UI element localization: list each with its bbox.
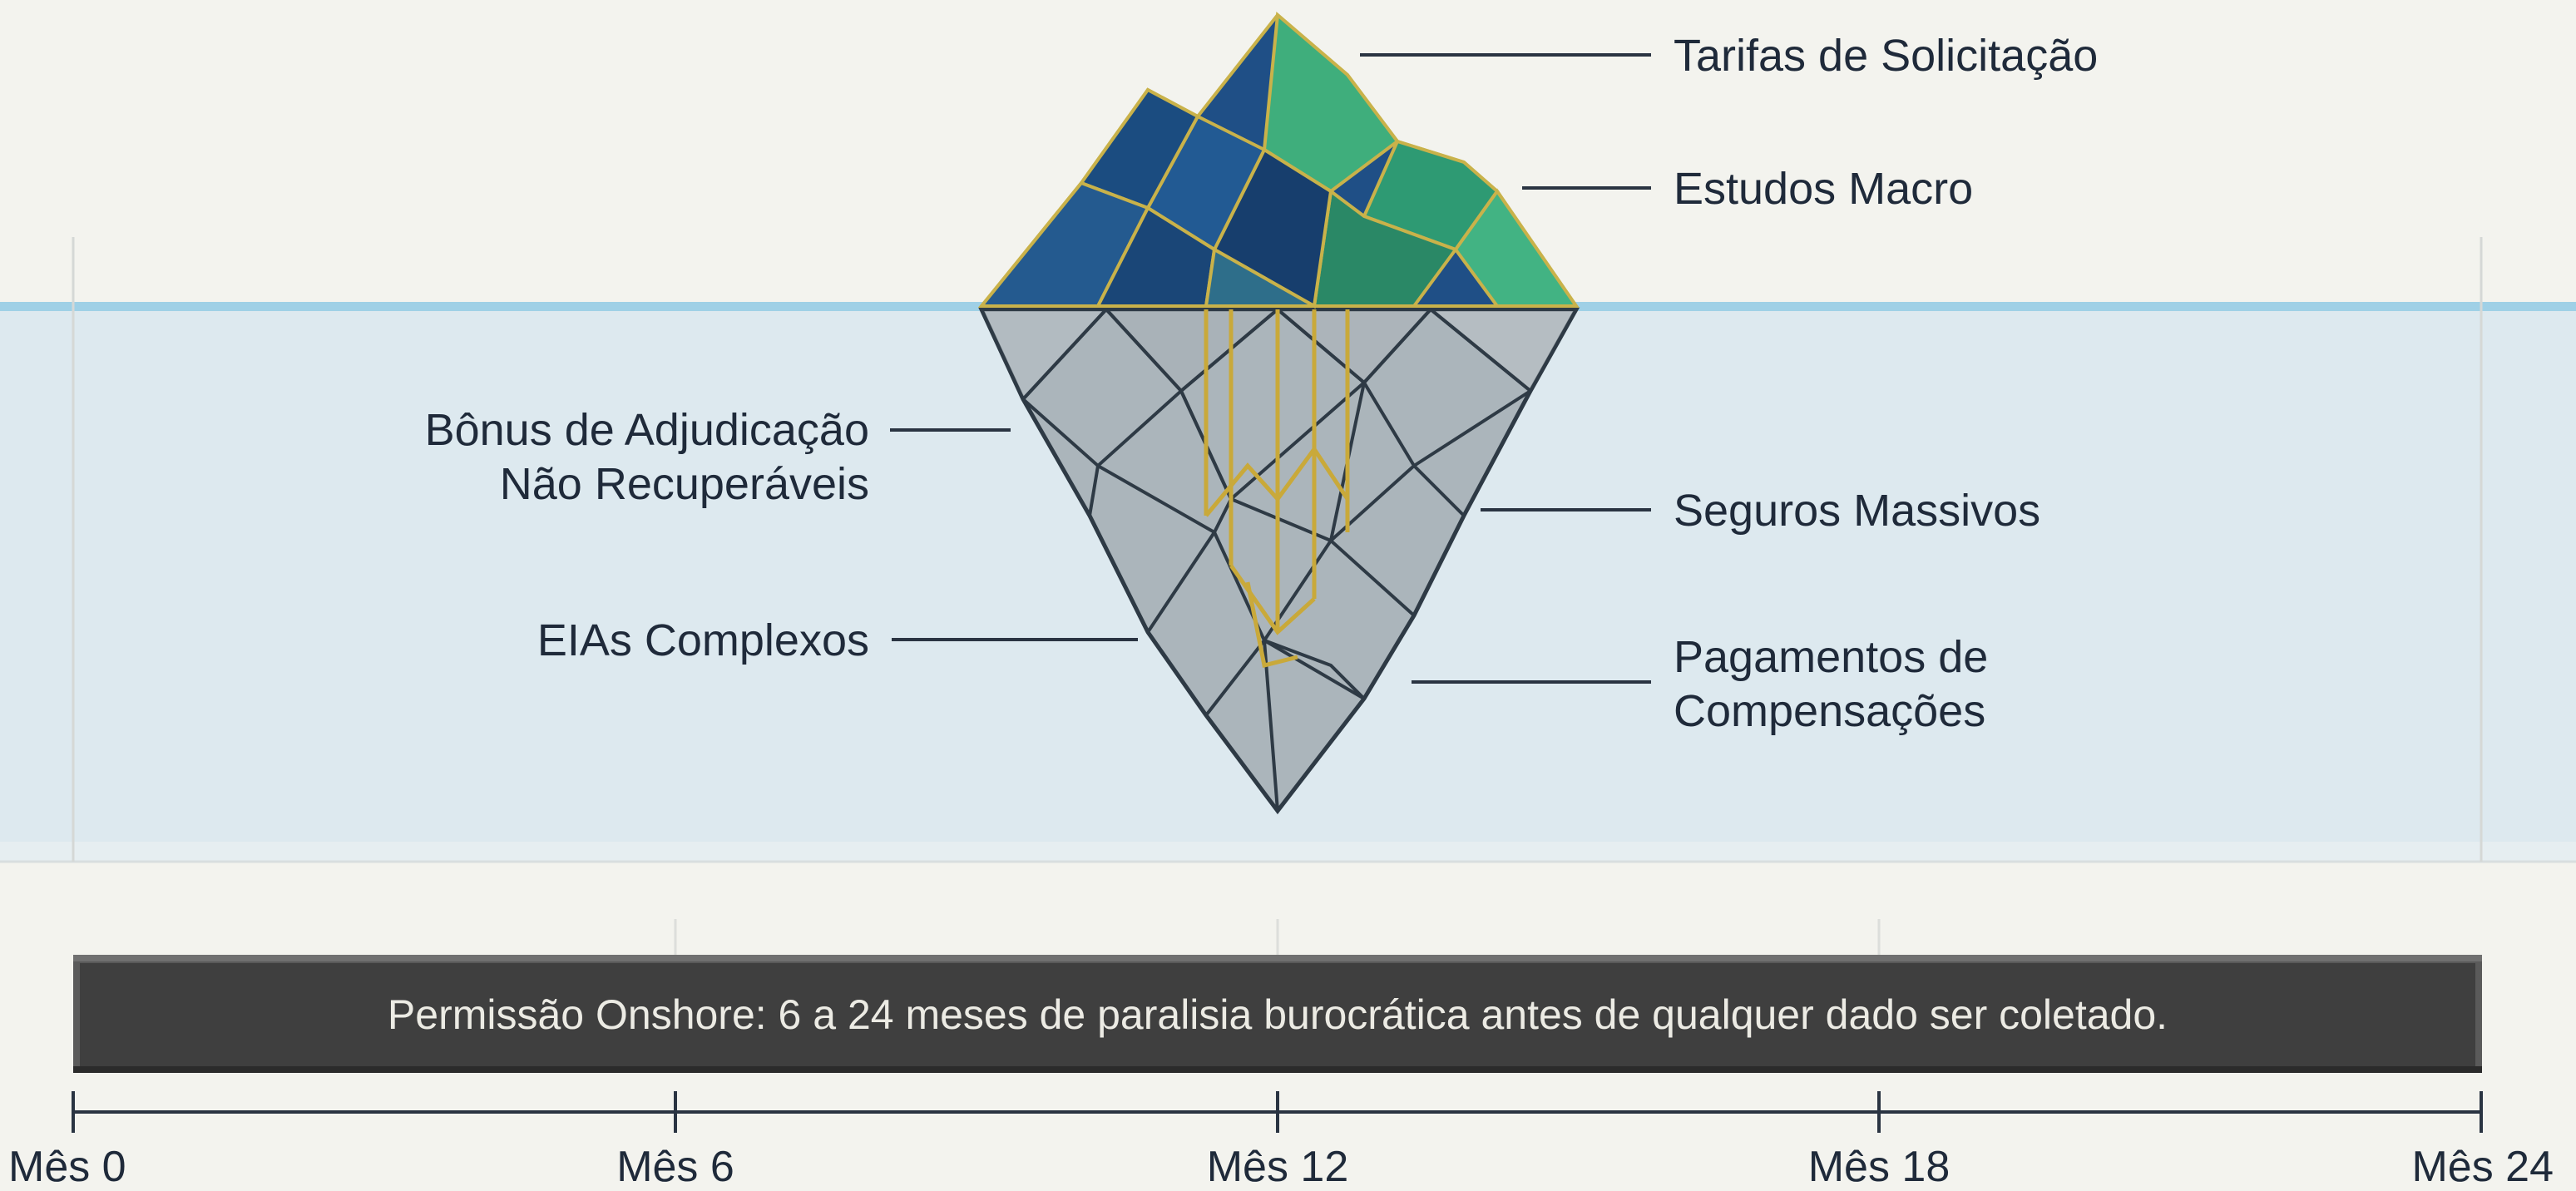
gold-structure (1204, 309, 1350, 669)
leader-lines (890, 53, 1651, 684)
label-pagamentos-line2: Compensações (1674, 686, 1985, 736)
label-tarifas: Tarifas de Solicitação (1674, 31, 2098, 81)
label-seguros: Seguros Massivos (1674, 486, 2040, 536)
label-bonus-line1: Bônus de Adjudicação (425, 405, 869, 455)
iceberg (977, 11, 1580, 815)
timeline-bar: Permissão Onshore: 6 a 24 meses de paral… (73, 955, 2482, 1073)
label-estudos: Estudos Macro (1674, 164, 1973, 214)
tick-label-12: Mês 12 (1207, 1143, 1349, 1191)
tick-label-0: Mês 0 (8, 1143, 126, 1191)
tick-label-6: Mês 6 (616, 1143, 734, 1191)
timeline-bar-text: Permissão Onshore: 6 a 24 meses de paral… (388, 991, 2168, 1038)
label-pagamentos-line1: Pagamentos de (1674, 632, 1988, 682)
label-bonus-line2: Não Recuperáveis (500, 459, 869, 509)
iceberg-underwater (978, 307, 1580, 815)
timeline-gridlines (674, 919, 1881, 956)
tick-label-18: Mês 18 (1808, 1143, 1951, 1191)
label-eias: EIAs Complexos (537, 615, 869, 665)
water-bottom-edge (0, 842, 2576, 862)
iceberg-above-water (977, 11, 1580, 309)
tick-label-24: Mês 24 (2411, 1143, 2554, 1191)
timeline-axis: Mês 0 Mês 6 Mês 12 Mês 18 Mês 24 (8, 1091, 2554, 1191)
